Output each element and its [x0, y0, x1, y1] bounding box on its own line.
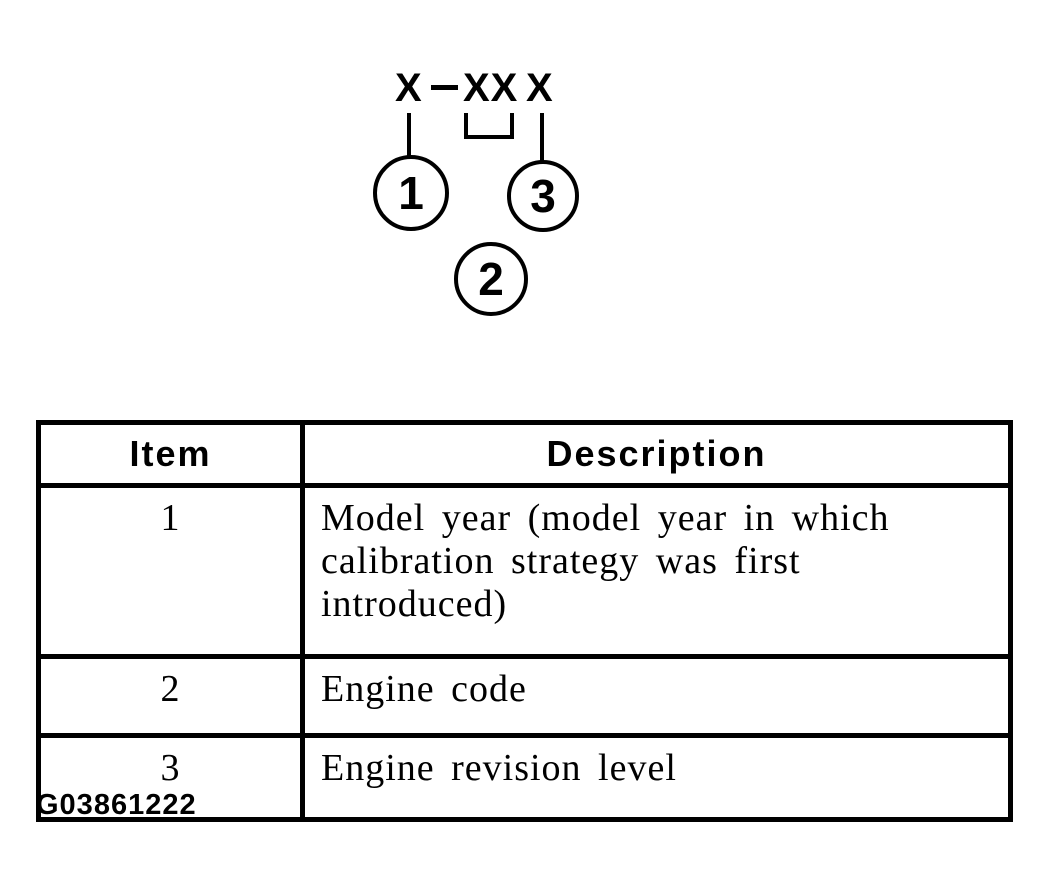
table-row: 2 Engine code — [36, 654, 1013, 738]
callout-circle-2: 2 — [454, 242, 528, 316]
table-row: 3 Engine revision level — [36, 733, 1013, 822]
bracket-bottom-line — [464, 135, 514, 139]
description-text: Engine code — [321, 668, 527, 710]
callout-number-3: 3 — [530, 170, 556, 222]
leader-line-1 — [407, 113, 411, 156]
callout-circle-3: 3 — [507, 160, 579, 232]
leader-line-3 — [540, 113, 544, 162]
item-number-cell: 3 — [36, 733, 305, 822]
code-char-middle: XX — [463, 66, 519, 110]
description-cell: Engine code — [300, 654, 1013, 738]
table-header-row: Item Description — [36, 420, 1013, 488]
code-char-first: X — [395, 66, 423, 110]
description-text: Engine revision level — [321, 747, 677, 789]
column-header-description: Description — [300, 420, 1013, 488]
bracket-right-line — [510, 113, 514, 139]
item-number-cell: 2 — [36, 654, 305, 738]
table-row: 1 Model year (model year in which calibr… — [36, 483, 1013, 659]
callout-number-2: 2 — [478, 253, 504, 305]
figure-id-label: G03861222 — [36, 789, 197, 821]
code-char-last: X — [526, 66, 554, 110]
item-description-table: Item Description 1 Model year (model yea… — [36, 420, 1013, 822]
callout-circle-1: 1 — [373, 155, 449, 231]
description-cell: Engine revision level — [300, 733, 1013, 822]
callout-number-1: 1 — [398, 167, 424, 219]
code-dash-separator — [431, 85, 458, 90]
description-cell: Model year (model year in which calibrat… — [300, 483, 1013, 659]
item-number-cell: 1 — [36, 483, 305, 659]
column-header-item: Item — [36, 420, 305, 488]
description-text: Model year (model year in which calibrat… — [321, 497, 890, 625]
bracket-left-line — [464, 113, 468, 139]
